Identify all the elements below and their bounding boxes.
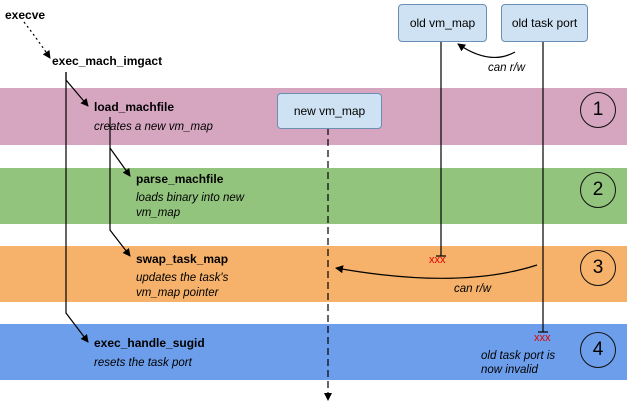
exec-handle-sugid-label: exec_handle_sugid: [94, 336, 205, 350]
parse-machfile-desc-line2: vm_map: [136, 207, 181, 219]
parse-machfile-desc-line1: loads binary into new: [136, 192, 245, 204]
step-3-band: [0, 246, 627, 302]
step-3-circle: 3: [580, 250, 616, 286]
can-rw-top-label: can r/w: [488, 62, 526, 74]
imgact-to-load-arrow: [65, 72, 89, 107]
task-port-invalidated-mark: xxx: [534, 332, 551, 344]
execve-arrow: [23, 21, 51, 59]
imgact-to-sugid-arrow: [65, 72, 89, 343]
swap-task-map-label: swap_task_map: [136, 252, 229, 266]
load-machfile-label: load_machfile: [94, 100, 175, 114]
can-rw-mid-arrow: [335, 264, 538, 279]
exec-handle-sugid-desc: resets the task port: [94, 357, 192, 369]
step-2-band: [0, 168, 627, 224]
vm-map-invalidated-mark: xxx: [429, 254, 446, 266]
swap-task-map-desc-line1: updates the task's: [136, 272, 229, 284]
task-port-invalid-line1: old task port is: [481, 350, 556, 362]
old-task-port-box: old task port: [501, 4, 588, 42]
swap-task-map-desc-line2: vm_map pointer: [136, 287, 219, 299]
task-port-invalid-line2: now invalid: [481, 364, 538, 376]
execve-label: execve: [5, 8, 46, 22]
parse-machfile-label: parse_machfile: [136, 172, 224, 186]
step-4-circle: 4: [580, 332, 616, 368]
step-4-band: [0, 324, 627, 380]
old-vm-map-box: old vm_map: [398, 4, 487, 42]
step-1-circle: 1: [580, 92, 616, 128]
step-2-circle: 2: [580, 172, 616, 208]
can-rw-mid-label: can r/w: [454, 283, 492, 295]
exec-mach-imgact-label: exec_mach_imgact: [52, 54, 163, 68]
load-machfile-desc: creates a new vm_map: [94, 121, 213, 133]
new-vm-map-box: new vm_map: [277, 93, 382, 129]
can-rw-top-arrow: [457, 43, 516, 58]
load-to-swap-arrow: [109, 148, 131, 257]
